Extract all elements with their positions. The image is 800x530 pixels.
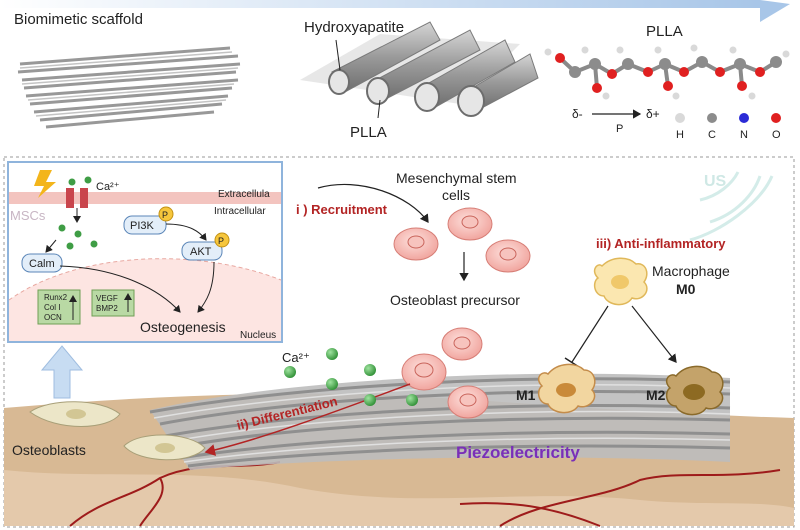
label-nucleus: Nucleus	[240, 330, 276, 341]
svg-text:Col I: Col I	[44, 303, 60, 312]
label-piezoelectricity: Piezoelectricity	[456, 443, 580, 462]
legend-label-c: C	[708, 129, 716, 141]
label-extracellular: Extracellula	[218, 189, 270, 200]
phospho-p-2: P	[218, 236, 224, 246]
akt-node: AKT P	[181, 232, 230, 261]
label-recruitment: i ) Recruitment	[296, 202, 388, 217]
svg-text:VEGF: VEGF	[96, 294, 118, 303]
label-m0: M0	[676, 281, 696, 297]
msc-cells	[393, 207, 531, 273]
top-arrow-head	[760, 0, 790, 22]
calcium-ions	[284, 348, 418, 406]
label-us: US	[704, 173, 727, 190]
dipole-p-label: P	[616, 123, 623, 135]
label-osteoblasts: Osteoblasts	[12, 442, 86, 458]
fiber-cross-section	[300, 21, 539, 119]
dipole-right-label: δ+	[646, 107, 660, 121]
label-osteoblast-precursor: Osteoblast precursor	[390, 292, 520, 308]
inhibit-line-m1	[571, 305, 609, 363]
plla-molecule-model	[544, 44, 790, 100]
svg-text:OCN: OCN	[44, 313, 62, 322]
main-ca-label: Ca²⁺	[282, 350, 310, 365]
arrow-m2	[631, 305, 677, 363]
pi3k-node: PI3K P	[123, 206, 174, 235]
macrophage-m1	[537, 363, 596, 414]
label-anti-inflammatory: iii) Anti-inflammatory	[596, 236, 726, 251]
zoom-arrow	[40, 345, 84, 399]
legend-swatch-n	[739, 113, 749, 123]
macrophage-m0	[593, 257, 648, 306]
legend-swatch-o	[771, 113, 781, 123]
bone-tissue-layer	[4, 470, 794, 526]
fiber-bundle-illustration	[17, 46, 241, 129]
svg-text:Runx2: Runx2	[44, 293, 68, 302]
precursor-cells	[401, 327, 489, 419]
cell-membrane	[9, 192, 281, 204]
svg-text:Calm: Calm	[29, 258, 55, 270]
lightning-icon	[34, 170, 56, 198]
legend-swatch-c	[707, 113, 717, 123]
scaffold-title: Biomimetic scaffold	[14, 11, 143, 28]
dipole-arrow: δ- δ+ P	[572, 107, 660, 135]
legend-label-h: H	[676, 129, 684, 141]
label-mscs: MSCs	[10, 208, 46, 223]
label-osteogenesis: Osteogenesis	[140, 319, 226, 335]
label-macrophage: Macrophage	[652, 263, 730, 279]
ultrasound-waves	[689, 171, 774, 242]
svg-text:PI3K: PI3K	[130, 220, 155, 232]
label-msc-line2: cells	[442, 187, 470, 203]
molecule-title: PLLA	[646, 23, 683, 40]
dipole-left-label: δ-	[572, 107, 583, 121]
differentiation-arrow	[204, 383, 411, 456]
gene-box-left: Runx2 Col I OCN	[37, 289, 81, 325]
osteoblast-cells	[29, 401, 206, 461]
inset-ca-label: Ca²⁺	[96, 181, 120, 193]
svg-text:BMP2: BMP2	[96, 304, 118, 313]
svg-text:AKT: AKT	[190, 246, 212, 258]
legend-swatch-h	[675, 113, 685, 123]
gene-box-right: VEGF BMP2	[91, 289, 135, 317]
ion-channel-icon	[66, 188, 88, 208]
legend-label-o: O	[772, 129, 781, 141]
label-intracellular: Intracellular	[214, 206, 266, 217]
legend-label-n: N	[740, 129, 748, 141]
label-hydroxyapatite: Hydroxyapatite	[304, 19, 404, 36]
macrophage-m2	[665, 365, 724, 416]
label-plla-fiber: PLLA	[350, 124, 387, 141]
calm-node: Calm	[21, 253, 63, 273]
label-msc-line1: Mesenchymal stem	[396, 170, 517, 186]
top-gradient-bar	[0, 0, 760, 8]
inset-calcium-ions	[58, 176, 98, 250]
label-m2: M2	[646, 387, 666, 403]
recruitment-arrow	[317, 183, 429, 223]
label-m1: M1	[516, 387, 536, 403]
phospho-p-1: P	[162, 210, 168, 220]
